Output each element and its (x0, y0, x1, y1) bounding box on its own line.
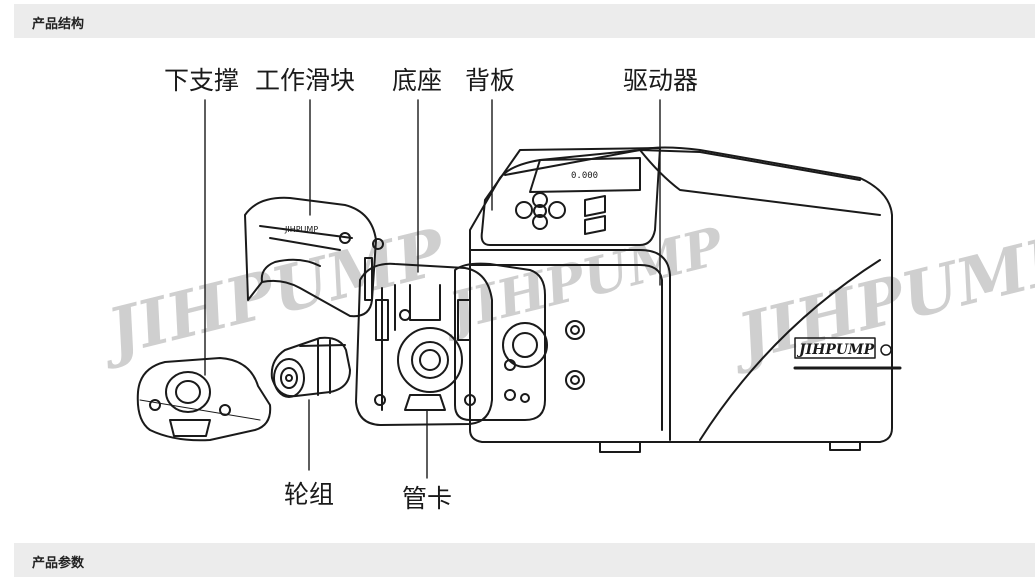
driver-unit: 0.000 JIHPUMP (469, 146, 902, 453)
roller-group (270, 336, 351, 398)
callout-roller-group: 轮组 (284, 480, 335, 509)
lower-support (136, 357, 272, 442)
pump-base (355, 262, 493, 426)
callout-base: 底座 (392, 66, 443, 95)
callout-lower-support: 下支撑 (164, 66, 240, 95)
back-plate (454, 262, 548, 421)
slider-label: JIHPUMP (284, 225, 318, 234)
brand-logo: JIHPUMP (796, 342, 875, 358)
watermark-group: JIHPUMP JIHPUMP JIHPUMP (90, 214, 1035, 378)
work-slider: JIHPUMP (244, 196, 384, 318)
section-title: 产品结构 (32, 17, 85, 32)
section-header-structure: 产品结构 (14, 4, 1035, 38)
section-header-parameters: 产品参数 (14, 543, 1035, 577)
callout-work-slider: 工作滑块 (255, 66, 356, 95)
callout-driver: 驱动器 (623, 66, 699, 95)
leader-lines (204, 99, 661, 479)
section-title: 产品参数 (32, 556, 85, 571)
callout-back-plate: 背板 (465, 66, 516, 95)
callout-tube-clamp: 管卡 (402, 484, 453, 513)
lcd-readout: 0.000 (571, 171, 598, 181)
